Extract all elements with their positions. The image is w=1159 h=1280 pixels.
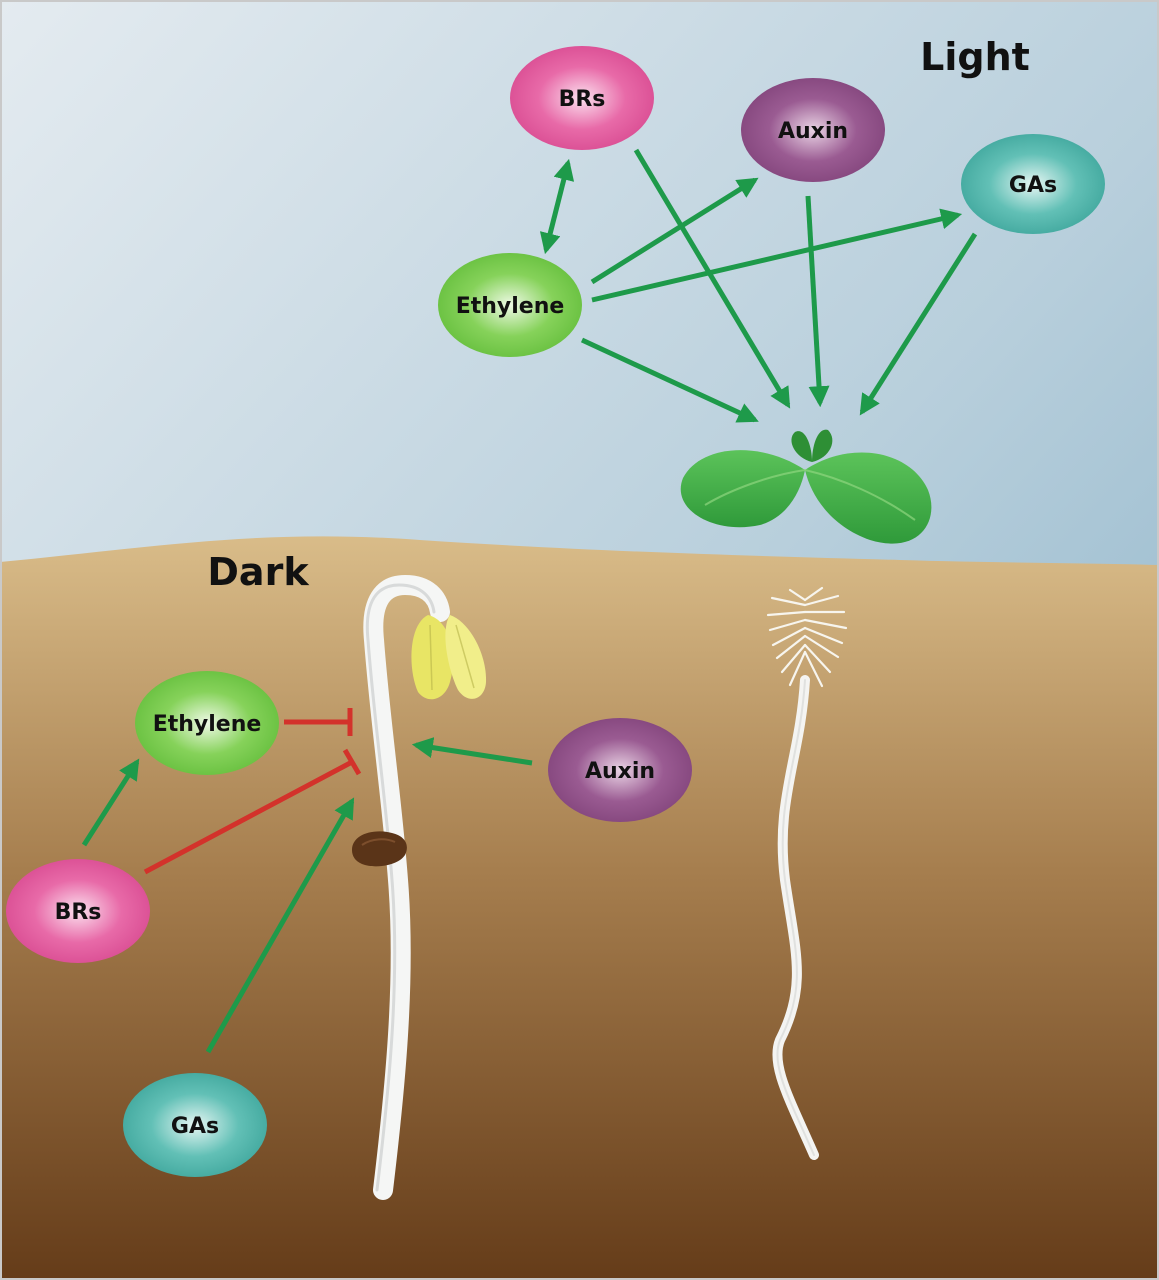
arrow-auxin-stem-dark	[411, 737, 533, 766]
light-title: Light	[920, 35, 1030, 79]
arrow-gas-seedling	[859, 232, 978, 416]
dark-node-ethylene: Ethylene	[135, 671, 279, 775]
svg-text:Ethylene: Ethylene	[456, 294, 565, 319]
dark-node-gas: GAs	[123, 1073, 267, 1177]
light-node-gas: GAs	[961, 134, 1105, 234]
seed-icon	[352, 831, 407, 867]
arrow-ethylene-auxin	[590, 177, 759, 285]
svg-text:Auxin: Auxin	[778, 119, 848, 144]
arrow-ethylene-seedling	[580, 337, 759, 423]
seedling-dark-icon	[363, 574, 487, 1200]
light-node-auxin: Auxin	[741, 78, 885, 182]
svg-text:Auxin: Auxin	[585, 759, 655, 784]
dark-node-auxin: Auxin	[548, 718, 692, 822]
arrow-gas-stem-dark	[205, 797, 355, 1054]
svg-text:GAs: GAs	[171, 1114, 219, 1139]
inhibit-brs-stem-dark	[143, 748, 362, 875]
inhibit-ethylene-stem-dark	[284, 708, 353, 736]
arrow-brs-ethylene-dark	[81, 758, 140, 847]
seedling-light-icon	[680, 429, 932, 1160]
dark-arrows	[81, 708, 533, 1054]
light-node-brs: BRs	[510, 46, 654, 150]
arrow-brs-ethylene	[539, 158, 575, 255]
light-arrows	[539, 148, 978, 423]
arrow-brs-seedling	[633, 148, 791, 409]
svg-text:BRs: BRs	[559, 87, 606, 112]
light-node-ethylene: Ethylene	[438, 253, 582, 357]
arrow-ethylene-gas	[591, 208, 963, 303]
svg-text:Ethylene: Ethylene	[153, 712, 262, 737]
svg-text:BRs: BRs	[55, 900, 102, 925]
arrow-auxin-seedling	[805, 195, 830, 408]
dark-node-brs: BRs	[6, 859, 150, 963]
dark-title: Dark	[207, 550, 309, 594]
svg-text:GAs: GAs	[1009, 173, 1057, 198]
